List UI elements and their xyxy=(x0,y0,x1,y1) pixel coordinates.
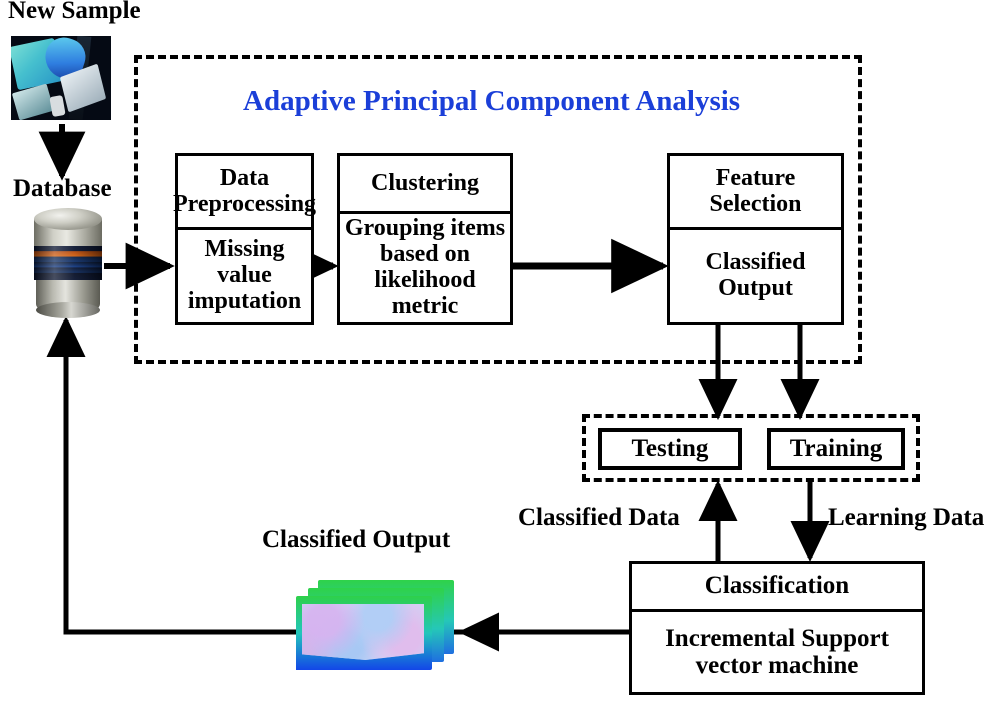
classification-header: Classification xyxy=(632,564,922,612)
classified-data-label: Classified Data xyxy=(518,504,680,531)
classified-output-label: Classified Output xyxy=(262,526,451,553)
learning-data-label: Learning Data xyxy=(828,504,985,531)
stage-header-clustering: Clustering xyxy=(340,156,510,215)
stage-box-clustering[interactable]: Clustering Grouping items based on likel… xyxy=(337,153,513,325)
lab-sample-photo-icon xyxy=(11,36,111,120)
stage-header-preprocessing: Data Preprocessing xyxy=(173,156,316,230)
new-sample-label: New Sample xyxy=(8,0,141,24)
split-region xyxy=(582,414,920,482)
classification-box[interactable]: Classification Incremental Support vecto… xyxy=(629,561,925,695)
stage-body-clustering: Grouping items based on likelihood metri… xyxy=(344,215,506,320)
testing-box[interactable]: Testing xyxy=(598,428,742,470)
apca-region xyxy=(134,55,862,364)
stage-header-feature-selection: Feature Selection xyxy=(670,156,841,230)
database-cylinder-icon xyxy=(32,208,104,318)
classification-body: Incremental Support vector machine xyxy=(665,625,889,679)
stage-body-feature-selection: Classified Output xyxy=(705,249,806,301)
stage-body-preprocessing: Missing value imputation xyxy=(187,236,302,314)
apca-title: Adaptive Principal Component Analysis xyxy=(243,85,741,117)
database-label: Database xyxy=(13,175,112,202)
stage-box-preprocessing[interactable]: Data Preprocessing Missing value imputat… xyxy=(173,153,316,325)
stage-box-feature-selection[interactable]: Feature Selection Classified Output xyxy=(667,153,844,325)
training-box[interactable]: Training xyxy=(767,428,905,470)
stacked-sheets-icon xyxy=(288,578,464,684)
